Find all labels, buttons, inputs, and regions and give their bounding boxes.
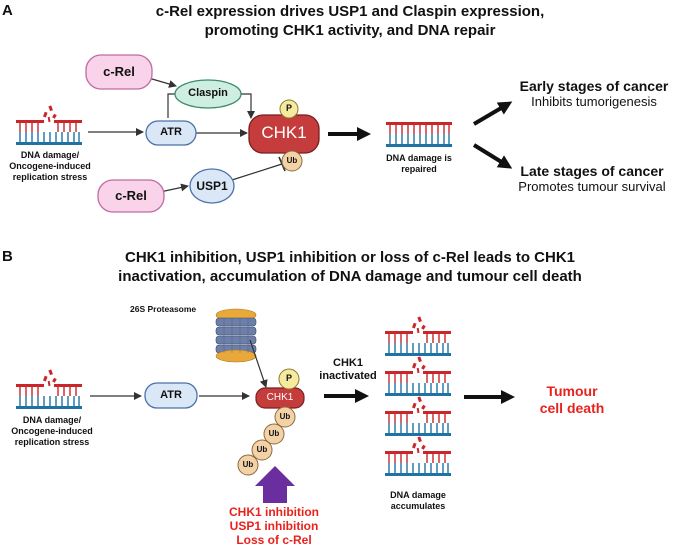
atr-node-b	[144, 382, 198, 409]
chk1-inactivated: CHK1 inactivated	[312, 357, 384, 383]
late-stage-title: Late stages of cancer	[520, 163, 664, 179]
dna-caption-a: DNA damage/ Oncogene-induced replication…	[2, 150, 98, 183]
tumour-cell-death-line2: cell death	[539, 400, 605, 416]
inhibition-list: CHK1 inhibition USP1 inhibition Loss of …	[212, 505, 336, 547]
phospho-node-a	[279, 99, 299, 119]
dna-accum-4	[384, 435, 452, 477]
ub-node-b4	[237, 454, 259, 476]
dna-caption-a-line2: Oncogene-induced	[9, 161, 91, 171]
early-stage-desc: Inhibits tumorigenesis	[531, 94, 657, 109]
repaired-line2: repaired	[401, 164, 437, 174]
early-stage: Early stages of cancer Inhibits tumorige…	[510, 78, 678, 109]
late-stage: Late stages of cancer Promotes tumour su…	[506, 163, 678, 194]
tumour-cell-death-line1: Tumour	[546, 383, 598, 399]
dna-repaired	[385, 121, 453, 148]
panel-b-title-line1: CHK1 inhibition, USP1 inhibition or loss…	[124, 249, 576, 266]
dna-damaged-b	[15, 368, 83, 410]
chk1-label-b: CHK1	[266, 392, 294, 403]
accum-line1: DNA damage	[390, 490, 446, 500]
ub-label-b4: Ub	[242, 460, 254, 469]
panel-b-title-line2: inactivation, accumulation of DNA damage…	[118, 268, 582, 285]
panel-a-letter: A	[2, 2, 13, 19]
phospho-label-b: P	[285, 373, 292, 383]
panel-b-letter: B	[2, 248, 13, 265]
accum-caption: DNA damage accumulates	[375, 490, 461, 512]
proteasome-label: 26S Proteasome	[130, 304, 197, 314]
crel-label-bottom: c-Rel	[115, 188, 147, 203]
inhibition-line1: CHK1 inhibition	[229, 505, 319, 519]
late-stage-desc: Promotes tumour survival	[518, 179, 666, 194]
inhibition-arrow	[255, 466, 295, 503]
dna-caption-a-line1: DNA damage/	[20, 150, 80, 160]
ub-label-b2: Ub	[268, 429, 280, 438]
accum-line2: accumulates	[390, 501, 446, 511]
dna-caption-a-line3: replication stress	[12, 172, 88, 182]
inhibition-line2: USP1 inhibition	[229, 519, 319, 533]
atr-label-b: ATR	[160, 389, 182, 401]
panel-b-title: CHK1 inhibition, USP1 inhibition or loss…	[60, 248, 640, 286]
crel-node-bottom	[97, 179, 165, 213]
repaired-caption: DNA damage is repaired	[374, 153, 464, 175]
early-stage-title: Early stages of cancer	[519, 78, 669, 94]
dna-caption-b-line3: replication stress	[14, 437, 90, 447]
usp1-node	[189, 168, 235, 204]
claspin-label: Claspin	[188, 87, 228, 99]
dna-caption-b-line2: Oncogene-induced	[11, 426, 93, 436]
usp1-label: USP1	[196, 179, 228, 193]
tumour-cell-death: Tumour cell death	[520, 383, 624, 417]
atr-node-a	[145, 120, 197, 146]
phospho-label-a: P	[285, 103, 292, 113]
phospho-node-b	[278, 368, 300, 390]
ub-label-b3: Ub	[256, 445, 268, 454]
ub-node-b1	[274, 406, 296, 428]
ub-label-b1: Ub	[279, 412, 291, 421]
ub-node-b2	[263, 423, 285, 445]
ub-node-a	[281, 150, 303, 172]
dna-accum-2	[384, 355, 452, 397]
dna-caption-b-line1: DNA damage/	[22, 415, 82, 425]
proteasome-icon	[215, 308, 257, 363]
panel-a-title-line2: promoting CHK1 activity, and DNA repair	[204, 22, 496, 39]
crel-node-top	[85, 54, 153, 90]
repaired-line1: DNA damage is	[386, 153, 452, 163]
dna-accum-1	[384, 315, 452, 357]
panel-a-title-line1: c-Rel expression drives USP1 and Claspin…	[155, 3, 545, 20]
chk1-inactivated-line1: CHK1	[333, 357, 363, 369]
atr-label-a: ATR	[160, 126, 182, 138]
chk1-inactivated-line2: inactivated	[319, 370, 377, 382]
dna-caption-b: DNA damage/ Oncogene-induced replication…	[0, 415, 104, 448]
crel-label-top: c-Rel	[103, 64, 135, 79]
dna-damaged-a	[15, 104, 83, 146]
panel-a-title: c-Rel expression drives USP1 and Claspin…	[90, 2, 610, 40]
chk1-label-a: CHK1	[261, 123, 307, 142]
claspin-node	[174, 79, 242, 109]
ub-node-b3	[251, 439, 273, 461]
ub-label-a: Ub	[286, 156, 298, 165]
inhibition-line3: Loss of c-Rel	[236, 533, 312, 547]
dna-accum-3	[384, 395, 452, 437]
